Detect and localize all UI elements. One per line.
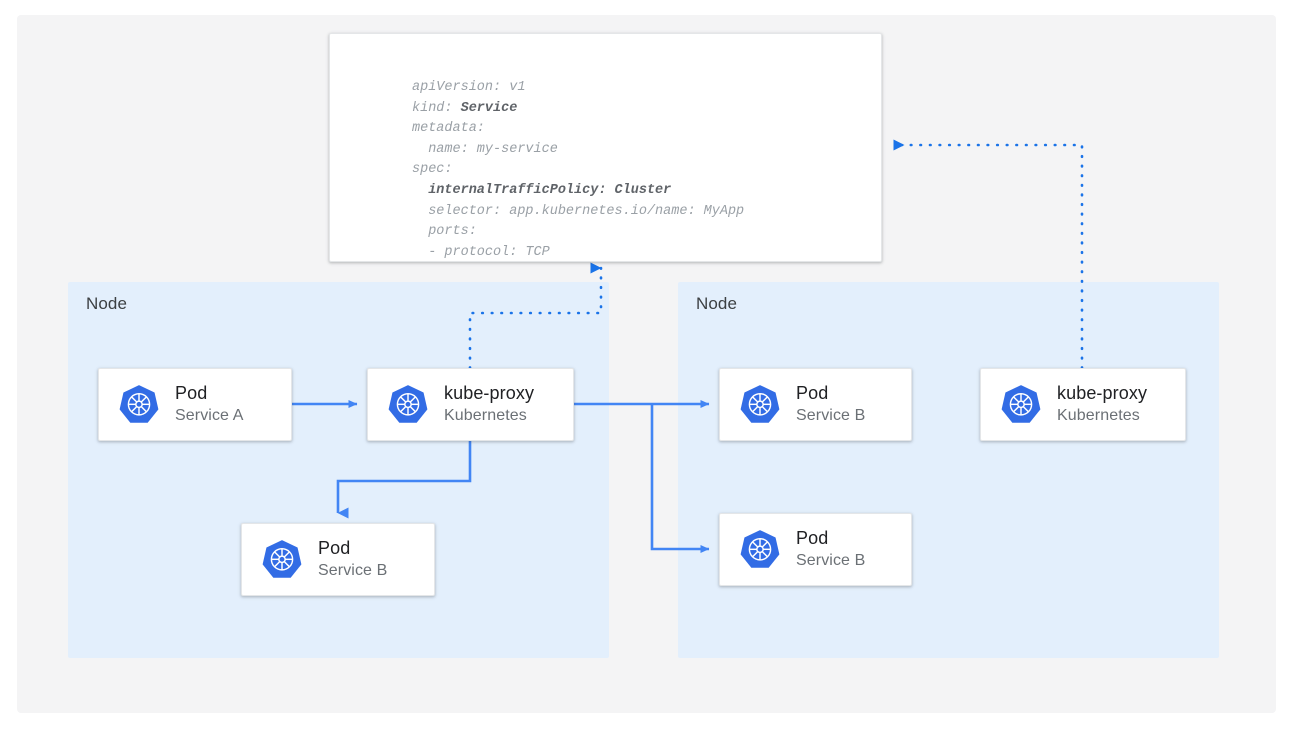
node-label-left: Node	[86, 294, 128, 313]
card-pod-service-b-remote-2[interactable]: Pod Service B	[719, 513, 912, 586]
card-subtitle: Service A	[175, 406, 244, 424]
node-label-right: Node	[696, 294, 738, 313]
card-subtitle: Service B	[318, 561, 388, 579]
service-manifest-card: apiVersion: v1 kind: Service metadata: n…	[329, 33, 882, 262]
card-text: Pod Service A	[175, 383, 244, 425]
card-kube-proxy-right[interactable]: kube-proxy Kubernetes	[980, 368, 1186, 441]
card-title: Pod	[796, 528, 829, 549]
card-pod-service-a[interactable]: Pod Service A	[98, 368, 292, 441]
kubernetes-icon	[738, 528, 782, 572]
card-title: kube-proxy	[444, 383, 535, 404]
kubernetes-icon	[117, 383, 161, 427]
card-pod-service-b-local[interactable]: Pod Service B	[241, 523, 435, 596]
card-title: Pod	[796, 383, 829, 404]
card-kube-proxy-left[interactable]: kube-proxy Kubernetes	[367, 368, 574, 441]
card-subtitle: Kubernetes	[444, 406, 527, 424]
card-title: Pod	[175, 383, 208, 404]
card-subtitle: Service B	[796, 406, 866, 424]
service-manifest-code: apiVersion: v1 kind: Service metadata: n…	[412, 80, 745, 260]
card-subtitle: Kubernetes	[1057, 406, 1140, 424]
kubernetes-icon	[999, 383, 1043, 427]
card-text: Pod Service B	[318, 538, 387, 580]
kubernetes-icon	[260, 538, 304, 582]
card-title: kube-proxy	[1057, 383, 1148, 404]
node-group-left: Node	[68, 282, 609, 658]
card-text: kube-proxy Kubernetes	[1057, 383, 1147, 425]
card-pod-service-b-remote-1[interactable]: Pod Service B	[719, 368, 912, 441]
card-title: Pod	[318, 538, 351, 559]
card-text: Pod Service B	[796, 383, 865, 425]
kubernetes-icon	[738, 383, 782, 427]
kubernetes-icon	[386, 383, 430, 427]
card-subtitle: Service B	[796, 551, 866, 569]
node-group-right: Node	[678, 282, 1219, 658]
card-text: Pod Service B	[796, 528, 865, 570]
card-text: kube-proxy Kubernetes	[444, 383, 534, 425]
